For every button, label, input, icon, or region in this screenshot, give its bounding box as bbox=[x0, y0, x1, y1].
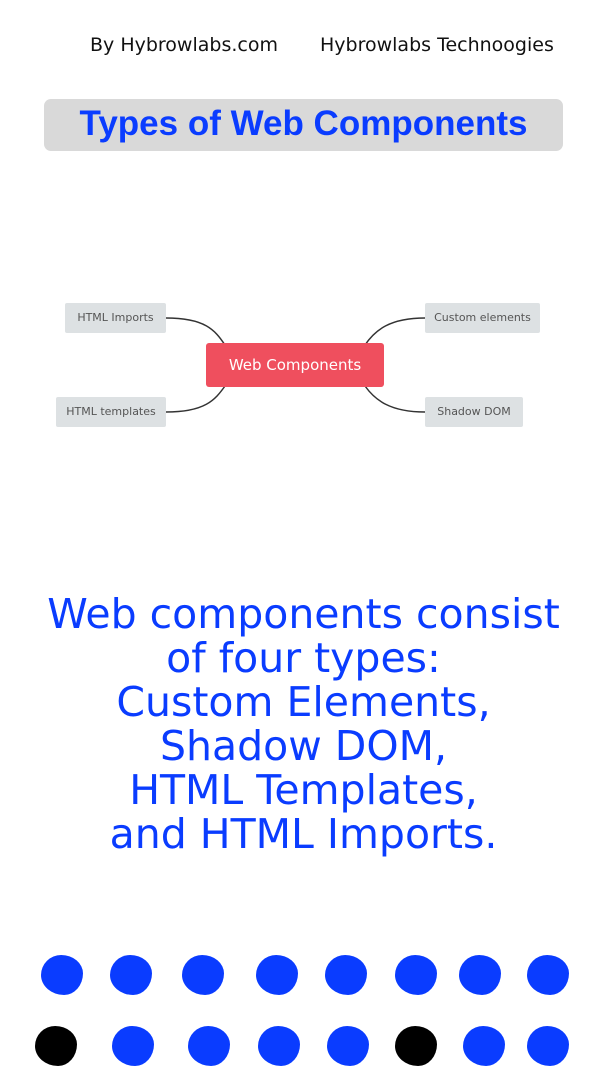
description-line: of four types: bbox=[166, 634, 441, 682]
scribble-dot-icon bbox=[35, 1026, 77, 1066]
scribble-dot-icon bbox=[325, 955, 367, 995]
description: Web components consist of four types: Cu… bbox=[0, 592, 607, 856]
connector-html-templates bbox=[165, 385, 226, 413]
node-custom-elements: Custom elements bbox=[425, 303, 540, 333]
description-line: and HTML Imports. bbox=[109, 810, 498, 858]
scribble-dot-icon bbox=[395, 955, 437, 995]
byline: By Hybrowlabs.com bbox=[90, 34, 278, 56]
connector-html-imports bbox=[165, 317, 226, 346]
connector-custom-elements bbox=[364, 317, 426, 346]
scribble-dot-icon bbox=[527, 1026, 569, 1066]
description-line: HTML Templates, bbox=[129, 766, 478, 814]
scribble-dot-icon bbox=[327, 1026, 369, 1066]
scribble-dot-icon bbox=[459, 955, 501, 995]
node-html-templates: HTML templates bbox=[56, 397, 166, 427]
node-shadow-dom: Shadow DOM bbox=[425, 397, 523, 427]
connector-shadow-dom bbox=[364, 385, 426, 413]
connector-lines bbox=[165, 317, 426, 413]
node-html-imports: HTML Imports bbox=[65, 303, 166, 333]
company-name: Hybrowlabs Technoogies bbox=[320, 34, 554, 56]
scribble-dot-icon bbox=[41, 955, 83, 995]
scribble-dot-icon bbox=[258, 1026, 300, 1066]
scribble-dot-icon bbox=[527, 955, 569, 995]
scribble-dot-icon bbox=[256, 955, 298, 995]
scribble-dot-icon bbox=[395, 1026, 437, 1066]
scribble-dot-icon bbox=[112, 1026, 154, 1066]
scribble-dot-icon bbox=[110, 955, 152, 995]
scribble-dot-icon bbox=[188, 1026, 230, 1066]
scribble-dot-icon bbox=[463, 1026, 505, 1066]
node-web-components: Web Components bbox=[206, 343, 384, 387]
page-title: Types of Web Components bbox=[44, 99, 563, 151]
description-line: Shadow DOM, bbox=[159, 722, 448, 770]
description-line: Custom Elements, bbox=[116, 678, 491, 726]
scribble-dot-icon bbox=[182, 955, 224, 995]
description-line: Web components consist bbox=[47, 590, 560, 638]
